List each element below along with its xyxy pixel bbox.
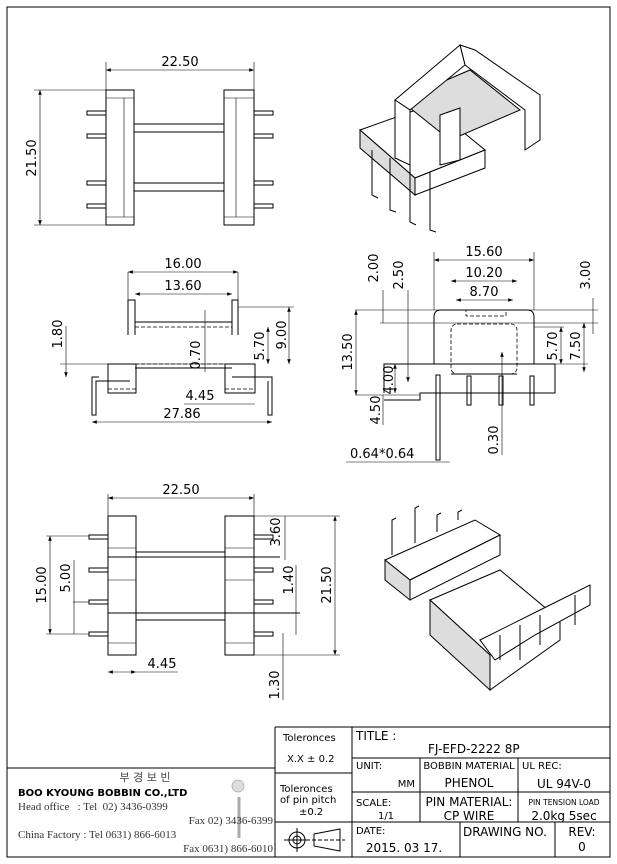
title-block-grid — [7, 726, 610, 857]
dim-bottom-h5: 21.50 — [320, 566, 335, 603]
pin-material-value: CP WIRE — [444, 809, 495, 823]
factory-fax: Fax 0631) 866-6010 — [183, 843, 273, 855]
dim-front-h5: 5.70 — [546, 332, 561, 361]
pin-tension-value: 2.0kg 5sec — [531, 809, 596, 823]
date-value: 2015. 03 17. — [366, 841, 442, 855]
dim-side-h3: 5.70 — [253, 332, 268, 361]
dim-front-w1: 15.60 — [465, 245, 502, 260]
dim-bottom-h3: 3.60 — [269, 518, 284, 547]
dim-side-h1: 1.80 — [51, 320, 66, 349]
dim-bottom-width: 22.50 — [162, 483, 199, 498]
dim-front-h6: 7.50 — [569, 332, 584, 361]
bottom-view: 22.50 15.00 5.00 3.60 1.40 21.50 1.30 4.… — [35, 483, 340, 700]
dim-front-h4: 13.50 — [341, 333, 356, 370]
dim-bottom-h1: 15.00 — [35, 566, 50, 603]
front-view: 15.60 10.20 8.70 2.00 2.50 3.00 13.50 5.… — [341, 245, 598, 463]
company-korean-name: 부 경 보 빈 — [120, 771, 171, 784]
sheet-border — [6, 6, 611, 858]
isometric-view-bottom — [384, 505, 591, 692]
company-name: BOO KYOUNG BOBBIN CO.,LTD — [18, 788, 187, 799]
title-label: TITLE : — [355, 729, 396, 743]
top-view: 22.50 21.50 — [25, 55, 274, 226]
pin-pitch-value: ±0.2 — [299, 807, 323, 818]
dim-top-width: 22.50 — [161, 55, 198, 70]
dim-bottom-h4: 1.40 — [282, 566, 297, 595]
factory-tel: China Factory : Tel 0631) 866-6013 — [18, 829, 177, 841]
dim-side-w2: 13.60 — [164, 279, 201, 294]
dim-side-h4: 9.00 — [275, 321, 290, 350]
dim-side-pin: 4.45 — [186, 389, 215, 404]
title-value: FJ-EFD-2222 8P — [428, 742, 520, 756]
pin-pitch-label-2: of pin pitch — [280, 795, 336, 806]
dim-bottom-pin: 4.45 — [148, 657, 177, 672]
dim-front-pin: 0.64*0.64 — [350, 447, 414, 462]
ul-label: UL REC: — [522, 761, 562, 772]
bobbin-material-value: PHENOL — [445, 776, 494, 790]
scale-value: 1/1 — [378, 811, 394, 822]
dim-front-h2: 2.50 — [392, 261, 407, 290]
head-office-fax: Fax 02) 3436-6399 — [189, 815, 274, 827]
dim-bottom-h6: 1.30 — [268, 671, 283, 700]
dim-front-h9: 0.30 — [487, 426, 502, 455]
dim-front-h1: 2.00 — [367, 254, 382, 283]
head-office-tel: Head office : Tel 02) 3436-0399 — [18, 801, 168, 813]
bobbin-material-label: BOBBIN MATERIAL — [423, 761, 515, 772]
tolerance-xx: X.X ± 0.2 — [287, 754, 335, 765]
dim-bottom-h2: 5.00 — [59, 564, 74, 593]
tolerances-label: Toleronces — [282, 733, 336, 744]
drawing-no-label: DRAWING NO. — [463, 825, 547, 839]
pin-material-label: PIN MATERIAL: — [426, 795, 513, 809]
dim-side-h2: 0.70 — [189, 341, 204, 370]
dim-front-h7: 4.00 — [382, 366, 397, 395]
dim-front-w2: 10.20 — [465, 266, 502, 281]
pin-pitch-label-1: Toleronces — [279, 784, 333, 795]
dim-front-w3: 8.70 — [470, 285, 499, 300]
side-view: 16.00 13.60 1.80 0.70 5.70 9.00 4.45 27.… — [51, 257, 294, 424]
projection-symbol-icon — [284, 828, 345, 852]
pin-tension-label: PIN TENSION LOAD — [528, 798, 599, 807]
isometric-view-top — [359, 44, 541, 233]
date-label: DATE: — [356, 826, 385, 837]
dim-front-h3: 3.00 — [579, 261, 594, 290]
dim-front-h8: 4.50 — [369, 396, 384, 425]
unit-value: MM — [398, 779, 415, 790]
ul-value: UL 94V-0 — [537, 777, 591, 791]
dim-side-total: 27.86 — [163, 407, 200, 422]
rev-value: 0 — [578, 840, 586, 854]
company-logo-icon — [231, 779, 245, 838]
rev-label: REV: — [568, 825, 595, 839]
scale-label: SCALE: — [356, 798, 391, 809]
unit-label: UNIT: — [356, 761, 382, 772]
dim-side-w1: 16.00 — [164, 257, 201, 272]
dim-top-height: 21.50 — [25, 139, 40, 176]
